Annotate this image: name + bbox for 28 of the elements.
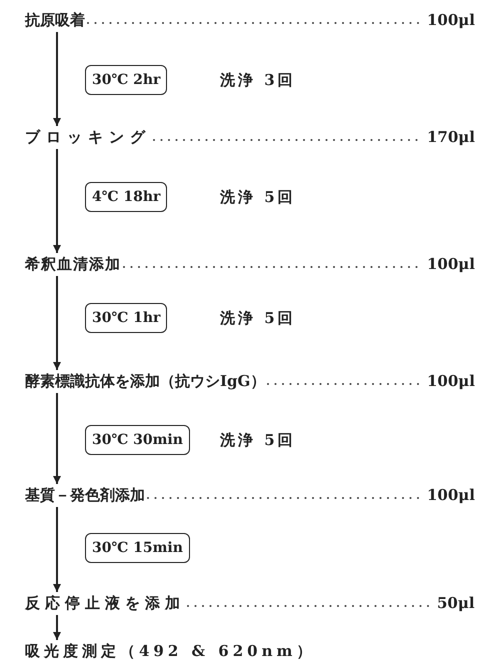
condition-box: 30℃ 30min: [85, 425, 190, 455]
volume-label: 100μl: [427, 254, 475, 274]
arrow: [53, 276, 61, 370]
arrow: [53, 615, 61, 640]
condition-box: 30℃ 15min: [85, 533, 190, 563]
step-label: 吸光度測定（492 & 620nm）: [25, 641, 316, 661]
condition-box: 30℃ 2hr: [85, 65, 168, 95]
volume-label: 100μl: [427, 10, 475, 30]
wash-label: 洗浄 5回: [220, 187, 296, 207]
condition-box: 30℃ 1hr: [85, 303, 168, 333]
wash-label: 洗浄 5回: [220, 430, 296, 450]
step-label: 抗原吸着: [25, 10, 85, 30]
condition-box: 4℃ 18hr: [85, 182, 168, 212]
wash-label: 洗浄 3回: [220, 70, 296, 90]
volume-label: 100μl: [427, 371, 475, 391]
wash-label: 洗浄 5回: [220, 308, 296, 328]
step-label: 希釈血清添加: [25, 254, 121, 274]
volume-label: 100μl: [427, 485, 475, 505]
volume-label: 50μl: [437, 593, 475, 613]
arrow: [53, 507, 61, 592]
step-label: ブロッキング: [25, 127, 151, 147]
step-label: 反応停止液を添加: [25, 593, 185, 613]
volume-label: 170μl: [427, 127, 475, 147]
step-label: 酵素標識抗体を添加（抗ウシIgG）: [25, 371, 266, 391]
step-label: 基質－発色剤添加: [25, 485, 145, 505]
arrow: [53, 393, 61, 484]
arrow: [53, 32, 61, 126]
arrow: [53, 149, 61, 253]
